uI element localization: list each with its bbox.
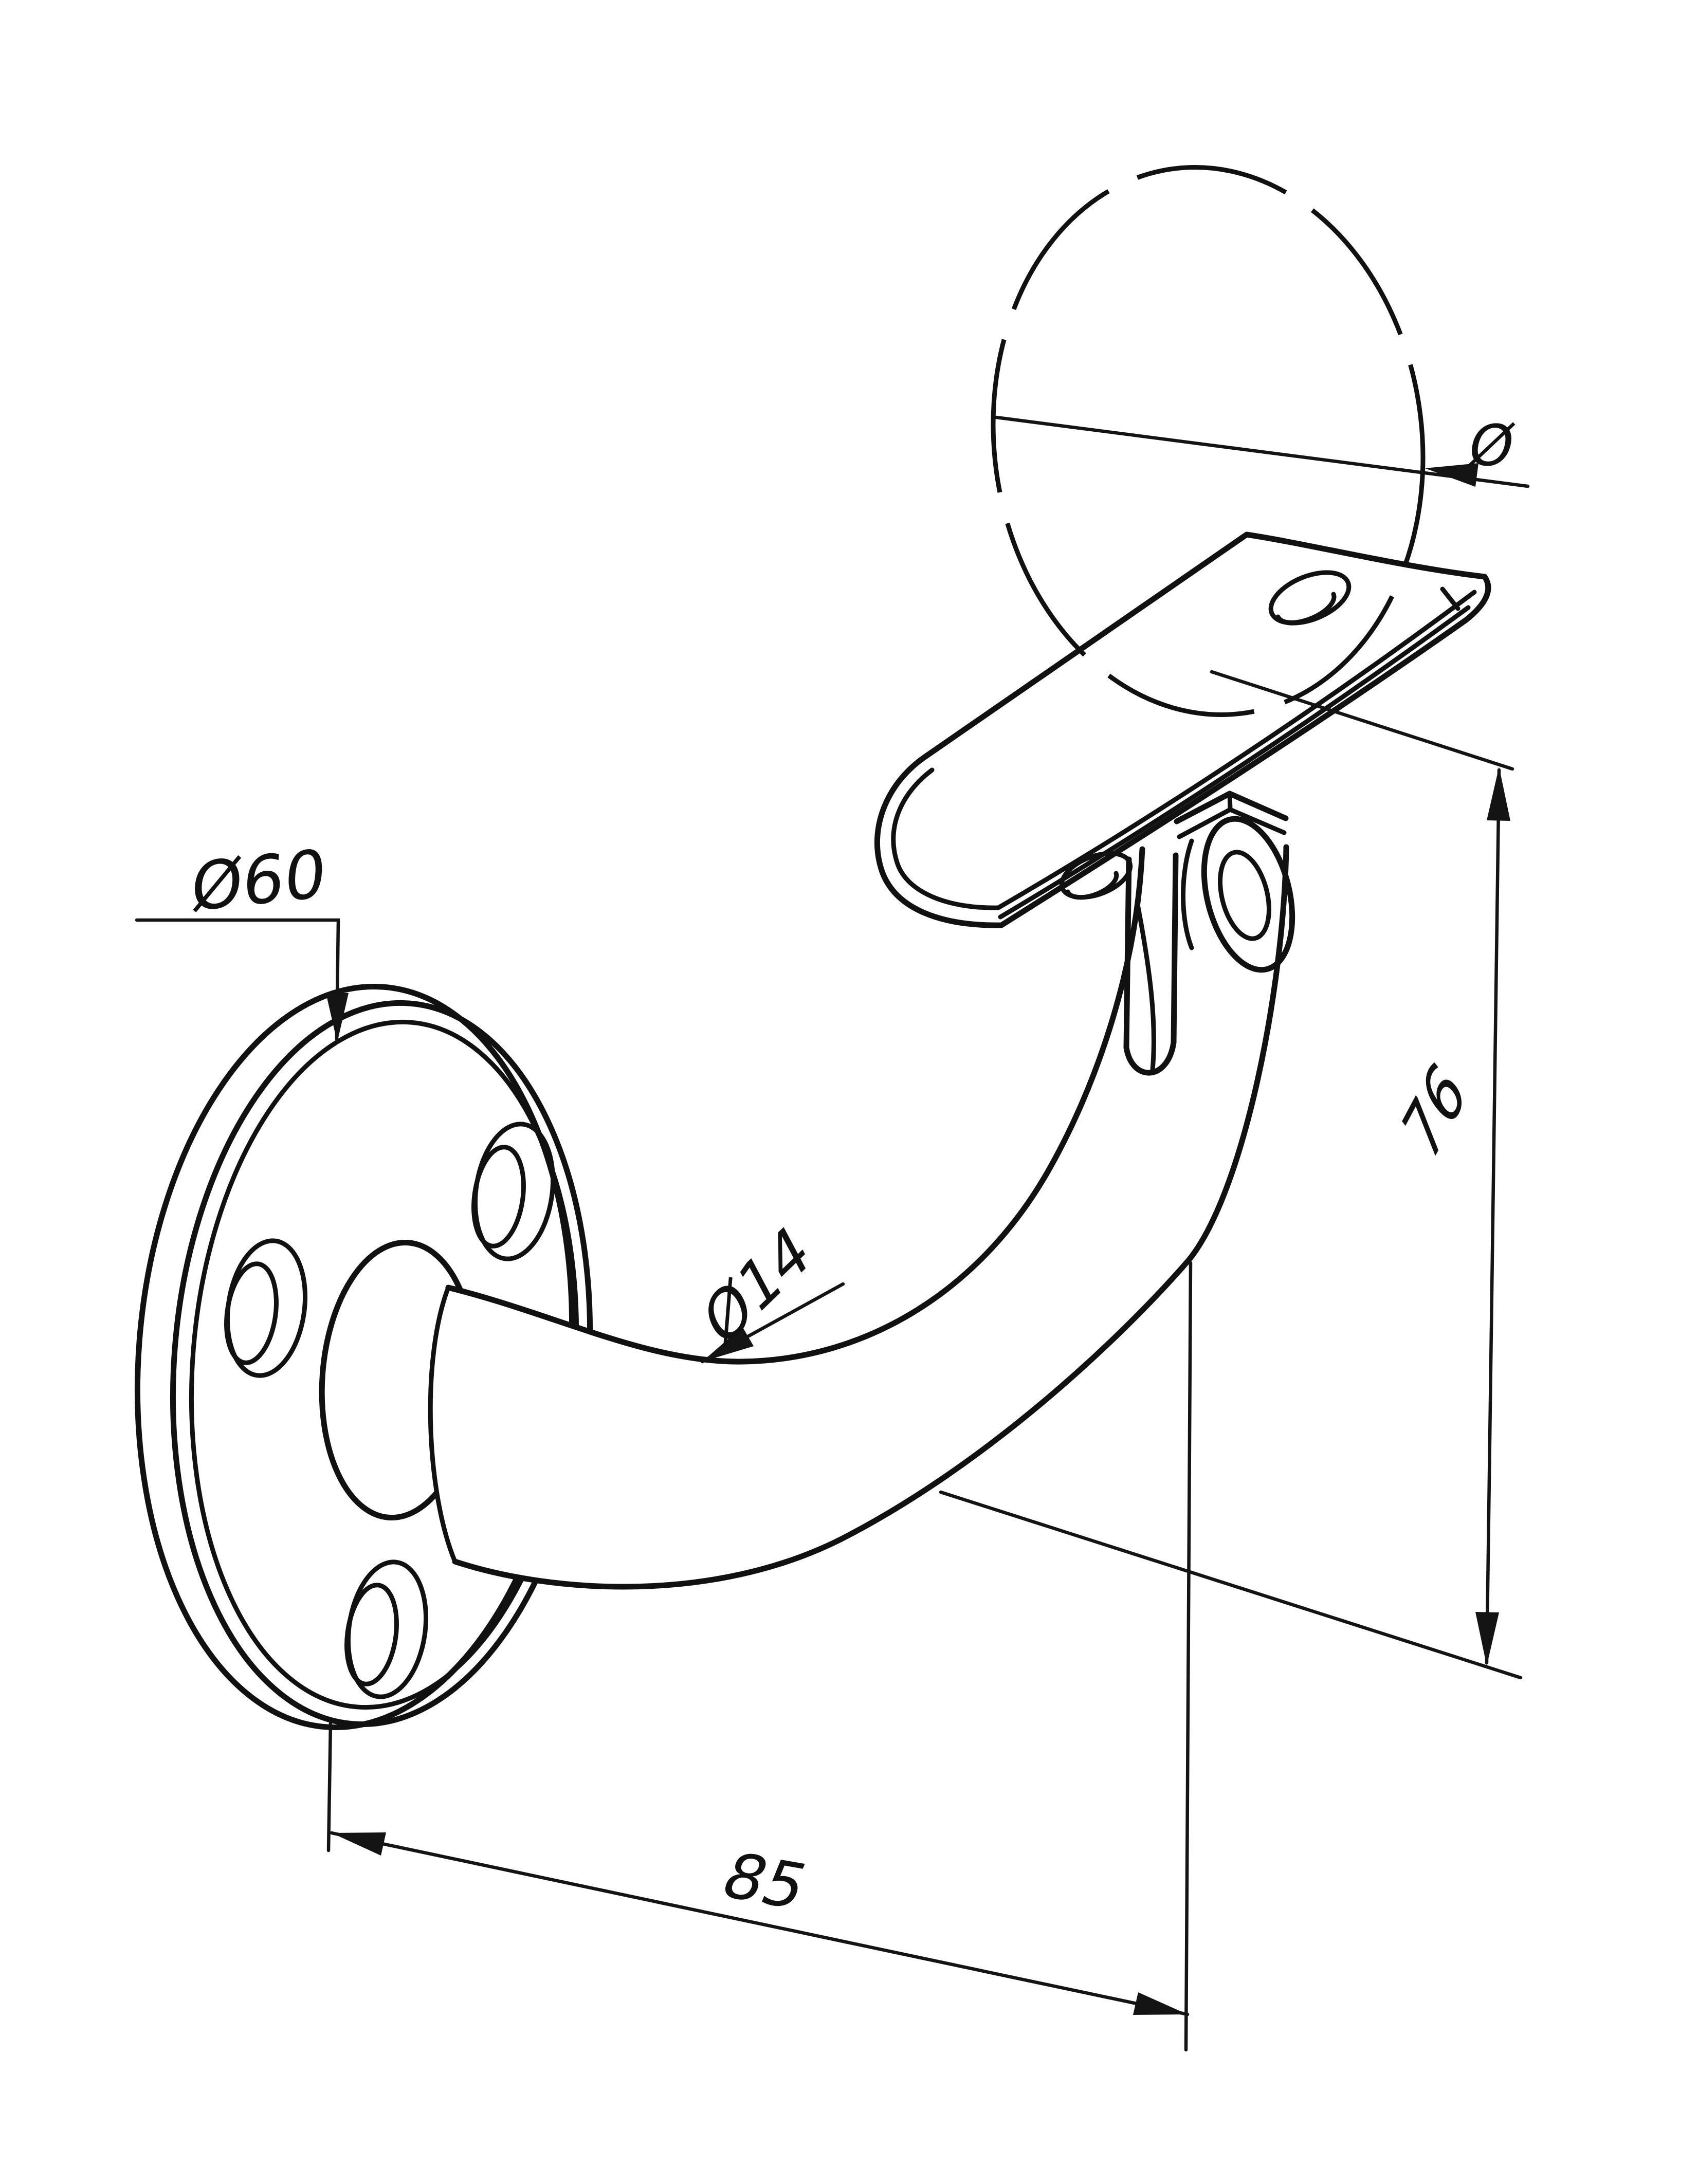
saddle-thickness-line-2 [998, 605, 1471, 920]
dim-arrowhead [1487, 767, 1510, 821]
arm-inner-edge [445, 846, 1145, 1365]
handrail-phantom-circle [991, 165, 1426, 717]
mounting-hole-top [471, 1122, 556, 1261]
pivot-far-side-arc [1181, 838, 1194, 950]
dim-arrowhead [326, 993, 349, 1042]
slot-inner-wall [1065, 871, 1119, 900]
strap-right-edge [1171, 852, 1179, 1045]
dimension-flange-diameter: Ø60 [135, 835, 349, 1042]
hole-bore [344, 1583, 399, 1686]
hole-countersink [225, 1238, 308, 1378]
projection-dim-line [330, 1831, 1190, 2016]
pivot-hole [1218, 850, 1271, 941]
bracket-arm [428, 844, 1289, 1590]
saddle-endcap-inner [891, 767, 1001, 910]
hole-countersink [472, 1122, 556, 1261]
arm-boss-junction [428, 1285, 458, 1564]
slot-inner-wall [1275, 592, 1337, 625]
dimension-rail-diameter: Ø [994, 413, 1530, 488]
dim-arrowhead [1133, 1992, 1188, 2015]
height-extension-top [1210, 670, 1514, 771]
arm-body-mask [430, 847, 1286, 1587]
slot-outline [1268, 570, 1352, 626]
hole-bore [224, 1261, 279, 1365]
dim-arrowhead [702, 1327, 754, 1362]
mounting-hole-left [224, 1238, 308, 1378]
tube-diameter-label: Ø14 [693, 1209, 820, 1363]
saddle-slot-upper [1268, 570, 1352, 626]
mounting-hole-bottom [344, 1559, 429, 1699]
rail-diameter-label: Ø [1462, 413, 1521, 479]
height-extension-bottom [939, 1490, 1523, 1680]
rail-diameter-line [994, 415, 1530, 488]
projection-extension-left [326, 1721, 333, 1852]
saddle-slot-lower [1059, 851, 1133, 900]
hole-countersink [345, 1559, 429, 1699]
saddle-plate [874, 531, 1491, 928]
height-label: 76 [1392, 1045, 1477, 1180]
saddle-tip-facet [1440, 586, 1460, 611]
strap-left-edge [1123, 856, 1132, 1051]
dimension-tube-diameter: Ø14 [693, 1209, 845, 1364]
dim-arrowhead [1425, 463, 1478, 487]
projection-extension-right [1184, 1261, 1193, 2052]
saddle-thickness-line-1 [996, 590, 1477, 910]
strap-window-line [1135, 900, 1156, 1073]
projection-label: 85 [711, 1840, 818, 1923]
clevis-joint [1123, 791, 1295, 1076]
saddle-outline [874, 531, 1491, 928]
flange-diameter-label: Ø60 [189, 835, 329, 927]
arm-outer-edge [452, 844, 1289, 1590]
strap-bottom-notch [1123, 1039, 1177, 1076]
flange-leader-line [135, 918, 340, 1041]
height-dim-line [1485, 768, 1501, 1665]
dim-arrowhead [1475, 1612, 1499, 1666]
hole-bore [471, 1145, 526, 1249]
dim-arrowhead [332, 1832, 386, 1856]
pivot-boss [1201, 816, 1295, 973]
